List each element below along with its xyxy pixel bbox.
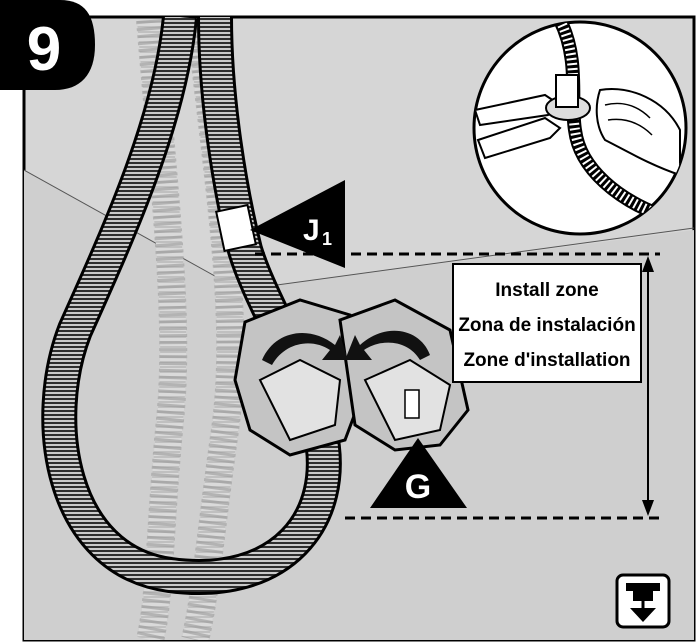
callout-g-letter: G [405, 468, 431, 506]
hose-marker-band [216, 205, 256, 251]
install-zone-label-box: Install zone Zona de instalación Zone d'… [453, 264, 641, 382]
callout-j1-letter: J [303, 214, 320, 247]
install-zone-en: Install zone [495, 280, 598, 301]
install-zone-fr: Zone d'installation [463, 350, 630, 371]
step-number: 9 [27, 15, 61, 84]
callout-j1-subscript: 1 [322, 229, 332, 249]
inset-detail [474, 20, 686, 234]
install-zone-es: Zona de instalación [458, 315, 635, 336]
bottom-mount-icon [617, 575, 669, 627]
step-badge: 9 [0, 0, 95, 90]
